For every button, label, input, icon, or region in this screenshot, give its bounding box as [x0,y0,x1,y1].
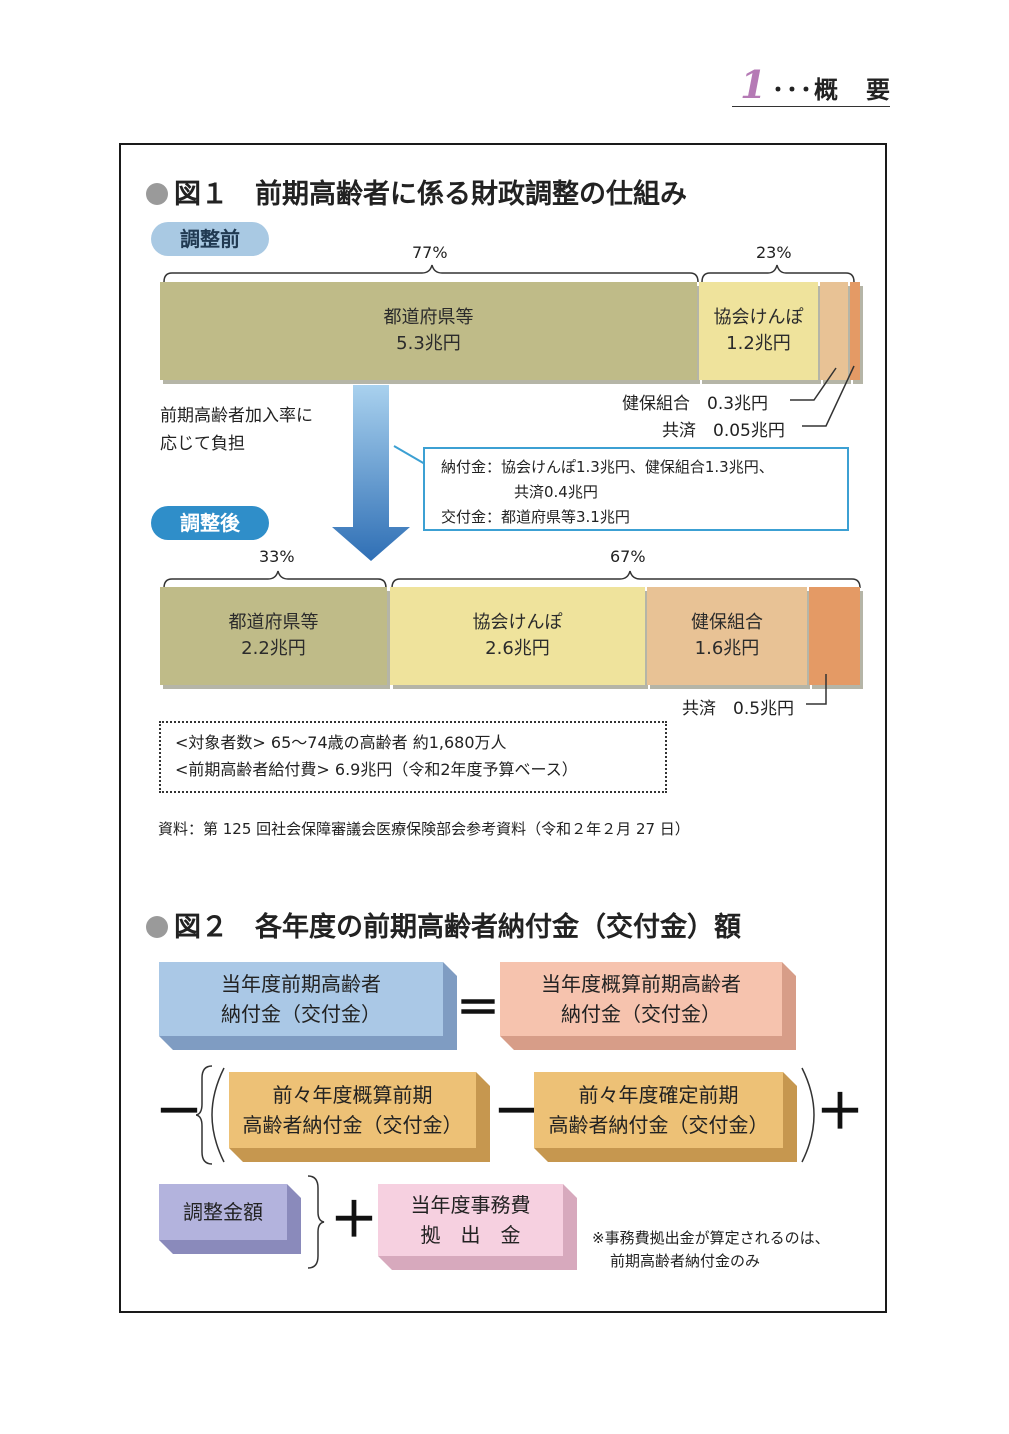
summary-box: <対象者数> 65〜74歳の高齢者 約1,680万人 <前期高齢者給付費> 6.… [159,721,667,793]
seg-value: 5.3兆円 [396,333,461,354]
before-kenpo-label: 健保組合 0.3兆円 [622,394,769,414]
after-seg-prefecture: 都道府県等 2.2兆円 [160,587,387,685]
arrow-caption: 前期高齢者加入率に 応じて負担 [160,402,313,458]
after-leader-line [806,674,827,705]
seg-name: 都道府県等 [228,612,319,633]
arrow-caption-line1: 前期高齢者加入率に [160,406,313,426]
bullet-icon [146,916,168,938]
box-line2: 納付金（交付金） [561,1002,721,1026]
after-pct-left: 33% [259,547,295,566]
box-current-payment: 当年度前期高齢者 納付金（交付金） [159,962,443,1036]
right-brace [307,1175,325,1269]
box-prev2-final: 前々年度確定前期 高齢者納付金（交付金） [534,1072,783,1148]
down-arrow-icon [332,385,410,561]
before-leader-lines [790,365,855,427]
arrow-caption-line2: 応じて負担 [160,434,245,454]
seg-value: 2.6兆円 [485,638,550,659]
box-line2: 高齢者納付金（交付金） [548,1113,769,1137]
after-pct-right: 67% [610,547,646,566]
footnote: ※事務費拠出金が算定されるのは、 前期高齢者納付金のみ [592,1227,830,1273]
chapter-title: ･･･概 要 [772,76,892,104]
box-line2: 高齢者納付金（交付金） [242,1113,463,1137]
box-line1: 当年度概算前期高齢者 [541,972,741,996]
chapter-number: 1 [740,62,767,107]
box-line1: 当年度前期高齢者 [221,972,381,996]
before-kyosai-label: 共済 0.05兆円 [662,421,785,441]
before-seg-kyokai: 協会けんぽ 1.2兆円 [699,282,818,380]
payment-info-box: 納付金：協会けんぽ1.3兆円、健保組合1.3兆円、 共済0.4兆円 交付金：都道… [423,447,849,531]
footnote-line2: 前期高齢者納付金のみ [610,1252,761,1270]
before-pct-left: 77% [412,243,448,262]
before-seg-prefecture: 都道府県等 5.3兆円 [160,282,697,380]
after-seg-kyosai [809,587,860,685]
info-line1: 納付金：協会けんぽ1.3兆円、健保組合1.3兆円、 [441,458,774,476]
before-seg-kyosai [850,282,860,380]
after-label: 調整後 [151,506,269,540]
equals-sign: ＝ [456,983,500,1034]
before-pct-right: 23% [756,243,792,262]
figure-frame [119,143,887,1313]
before-braces [163,264,855,283]
fig2-title: 図２ 各年度の前期高齢者納付金（交付金）額 [146,905,741,944]
box-line2: 納付金（交付金） [221,1002,381,1026]
minus-sign-inner: － [493,1084,542,1140]
box-line1: 当年度事務費 [410,1193,531,1217]
source-note: 資料：第 125 回社会保障審議会医療保険部会参考資料（令和２年２月 27 日） [158,820,690,838]
right-paren [801,1067,815,1163]
box-admin-cost: 当年度事務費 拠 出 金 [378,1184,563,1256]
before-label: 調整前 [151,222,269,256]
seg-name: 協会けんぽ [713,307,804,328]
box-current-estimate: 当年度概算前期高齢者 納付金（交付金） [500,962,782,1036]
after-braces [163,570,861,589]
footnote-line1: ※事務費拠出金が算定されるのは、 [592,1229,830,1247]
box-line1: 前々年度確定前期 [578,1083,739,1107]
seg-name: 協会けんぽ [472,612,563,633]
box-adjustment: 調整金額 [159,1184,287,1240]
fig1-title: 図１ 前期高齢者に係る財政調整の仕組み [146,172,687,211]
bullet-icon [146,183,168,205]
target-count: <対象者数> 65〜74歳の高齢者 約1,680万人 [175,733,507,752]
info-line2: 共済0.4兆円 [514,483,598,501]
left-brace-paren [196,1065,225,1165]
box-line1: 調整金額 [183,1200,263,1224]
seg-name: 都道府県等 [383,307,474,328]
benefit-cost: <前期高齢者給付費> 6.9兆円（令和2年度予算ベース） [175,760,578,779]
after-seg-kenpo: 健保組合 1.6兆円 [647,587,807,685]
seg-value: 1.2兆円 [726,333,791,354]
header-rule [732,106,890,107]
seg-value: 2.2兆円 [241,638,306,659]
plus-sign: ＋ [816,1084,865,1140]
before-seg-kenpo [820,282,848,380]
plus-sign-2: ＋ [330,1192,379,1248]
info-line3: 交付金：都道府県等3.1兆円 [441,508,630,526]
callout-pointer [393,445,426,465]
after-kyosai-label: 共済 0.5兆円 [682,699,795,719]
seg-name: 健保組合 [691,612,763,633]
seg-value: 1.6兆円 [694,638,760,659]
box-prev2-estimate: 前々年度概算前期 高齢者納付金（交付金） [229,1072,476,1148]
box-line2: 拠 出 金 [420,1223,521,1247]
box-line1: 前々年度概算前期 [272,1083,433,1107]
minus-sign: － [155,1084,204,1140]
after-seg-kyokai: 協会けんぽ 2.6兆円 [390,587,645,685]
